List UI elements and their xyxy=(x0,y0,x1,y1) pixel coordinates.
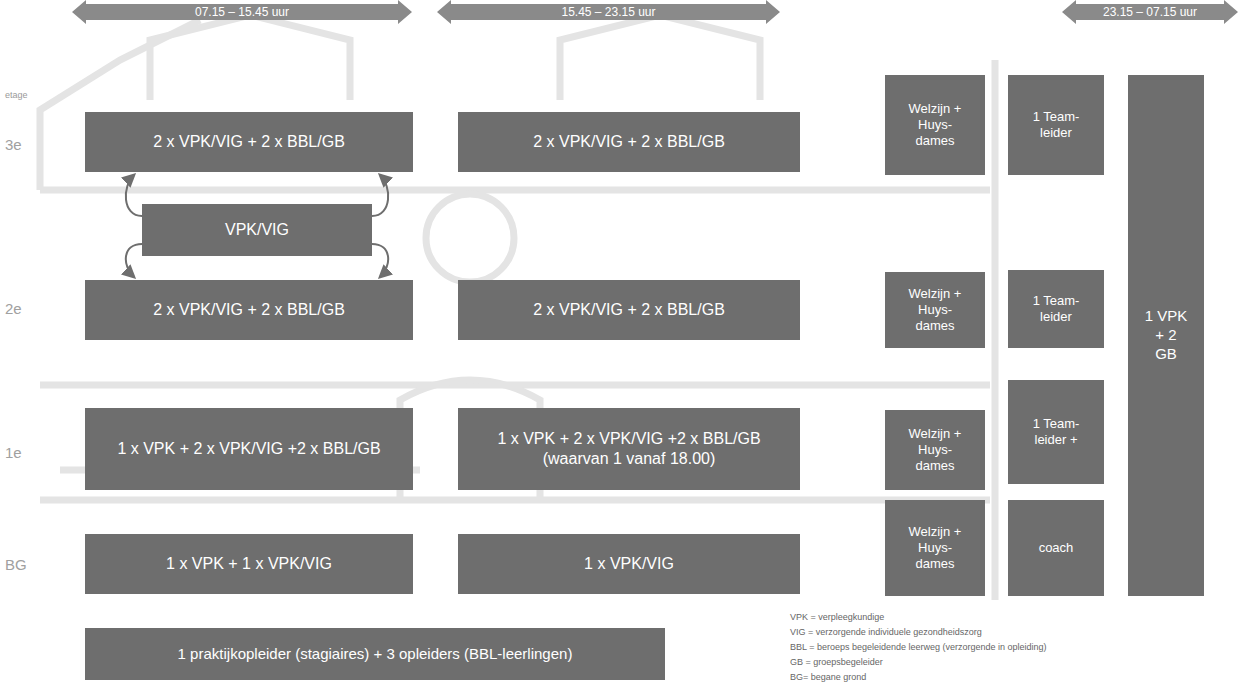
staff-box: Welzijn + Huys- dames xyxy=(885,500,985,596)
box-text: Welzijn + Huys- dames xyxy=(898,524,972,573)
box-text: 15.45 – 23.15 uur xyxy=(561,5,655,20)
time-arrow: 23.15 – 07.15 uur xyxy=(1062,0,1238,24)
staff-box: 2 x VPK/VIG + 2 x BBL/GB xyxy=(458,280,800,340)
staff-box: 1 Team- leider xyxy=(1008,270,1104,348)
arrow-curve xyxy=(126,175,142,216)
box-text: 2 x VPK/VIG + 2 x BBL/GB xyxy=(533,132,725,152)
arrow-polygon xyxy=(1062,0,1238,24)
arrow-polygon xyxy=(437,0,780,24)
staff-box: 1 x VPK + 2 x VPK/VIG +2 x BBL/GB (waarv… xyxy=(458,408,800,490)
box-text: Welzijn + Huys- dames xyxy=(898,286,972,335)
floor-label: 2e xyxy=(5,300,22,317)
box-text: 1 Team- leider + xyxy=(1021,416,1091,449)
arrow-curve xyxy=(126,244,142,277)
staff-box: 1 x VPK + 2 x VPK/VIG +2 x BBL/GB xyxy=(85,408,413,490)
floor-label: 1e xyxy=(5,444,22,461)
box-text: coach xyxy=(1039,540,1074,556)
staff-box: Welzijn + Huys- dames xyxy=(885,410,985,490)
box-text: Welzijn + Huys- dames xyxy=(898,101,972,150)
box-text: 1 praktijkopleider (stagiaires) + 3 ople… xyxy=(178,645,573,664)
staff-box: 1 Team- leider xyxy=(1008,75,1104,175)
staff-box: Welzijn + Huys- dames xyxy=(885,75,985,175)
staff-box: 1 x VPK + 1 x VPK/VIG xyxy=(85,534,413,594)
arrow-polygon xyxy=(72,0,412,24)
box-text: Welzijn + Huys- dames xyxy=(898,426,972,475)
arrow-curve xyxy=(372,244,388,277)
box-text: 1 x VPK + 2 x VPK/VIG +2 x BBL/GB xyxy=(117,439,380,459)
staff-box: 2 x VPK/VIG + 2 x BBL/GB xyxy=(458,112,800,172)
box-text: VPK/VIG xyxy=(225,220,289,240)
box-text: 1 VPK + 2 GB xyxy=(1144,307,1188,363)
staff-box: 1 x VPK/VIG xyxy=(458,534,800,594)
staff-box: 1 Team- leider + xyxy=(1008,380,1104,484)
box-text: 2 x VPK/VIG + 2 x BBL/GB xyxy=(153,132,345,152)
background-outline xyxy=(40,15,995,600)
staff-box: 1 VPK + 2 GB xyxy=(1128,75,1204,596)
legend-note: VPK = verpleegkundige xyxy=(790,612,884,622)
legend-note: VIG = verzorgende individuele gezondheid… xyxy=(790,627,982,637)
box-text: 2 x VPK/VIG + 2 x BBL/GB xyxy=(533,300,725,320)
staff-box: 1 praktijkopleider (stagiaires) + 3 ople… xyxy=(85,628,665,680)
floor-label: BG xyxy=(5,556,27,573)
staff-box: 2 x VPK/VIG + 2 x BBL/GB xyxy=(85,112,413,172)
arrow-curve xyxy=(372,175,388,216)
staff-box: Welzijn + Huys- dames xyxy=(885,272,985,348)
staff-box: 2 x VPK/VIG + 2 x BBL/GB xyxy=(85,280,413,340)
staff-box: VPK/VIG xyxy=(142,204,372,256)
floor-label: etage xyxy=(5,90,28,100)
box-text: 1 x VPK + 1 x VPK/VIG xyxy=(166,554,332,574)
legend-note: BBL = beroeps begeleidende leerweg (verz… xyxy=(790,642,1047,652)
staff-box: coach xyxy=(1008,500,1104,596)
box-text: 1 Team- leider xyxy=(1021,293,1091,326)
time-arrow: 07.15 – 15.45 uur xyxy=(72,0,412,24)
box-text: 1 x VPK/VIG xyxy=(584,554,674,574)
box-text: 1 x VPK + 2 x VPK/VIG +2 x BBL/GB (waarv… xyxy=(468,429,790,469)
floor-label: 3e xyxy=(5,136,22,153)
box-text: 2 x VPK/VIG + 2 x BBL/GB xyxy=(153,300,345,320)
legend-note: GB = groepsbegeleider xyxy=(790,657,883,667)
legend-note: BG= begane grond xyxy=(790,672,866,682)
time-arrow: 15.45 – 23.15 uur xyxy=(437,0,780,24)
box-text: 07.15 – 15.45 uur xyxy=(195,5,289,20)
box-text: 23.15 – 07.15 uur xyxy=(1103,5,1197,20)
box-text: 1 Team- leider xyxy=(1021,109,1091,142)
